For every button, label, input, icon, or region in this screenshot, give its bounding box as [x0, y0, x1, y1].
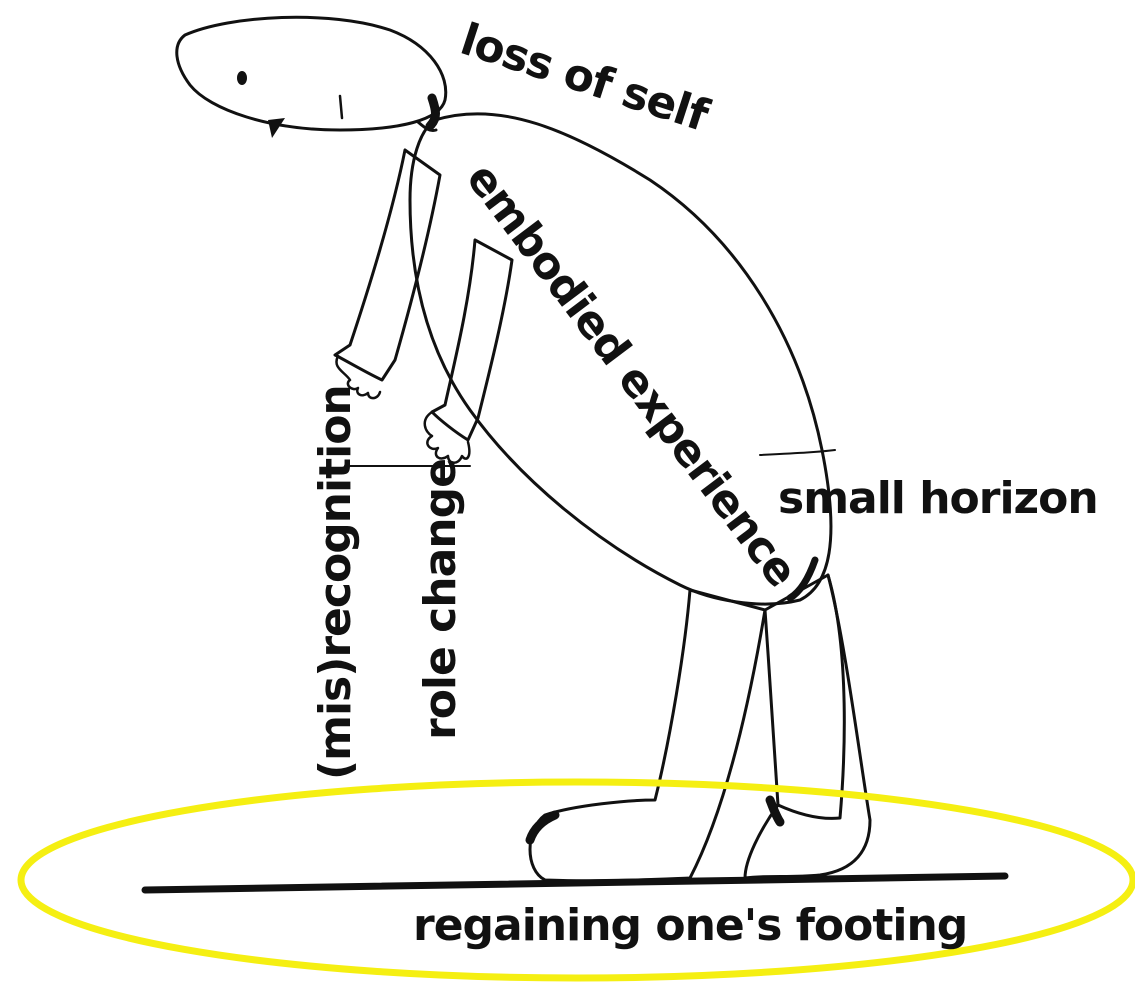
label-misrecognition: (mis)recognition	[310, 385, 361, 780]
label-role-change: role change	[415, 459, 466, 740]
figure-head	[177, 17, 446, 138]
nose-icon	[268, 118, 285, 138]
label-regaining-footing: regaining one's footing	[413, 900, 967, 951]
label-small-horizon: small horizon	[778, 473, 1098, 524]
ground-line	[145, 876, 1005, 890]
eye-icon	[237, 71, 247, 85]
back-arm	[335, 150, 440, 398]
ear-mark	[340, 96, 342, 118]
legs	[530, 575, 870, 881]
label-loss-of-self: loss of self	[455, 14, 716, 142]
label-embodied-experience: embodied experience	[456, 154, 807, 596]
